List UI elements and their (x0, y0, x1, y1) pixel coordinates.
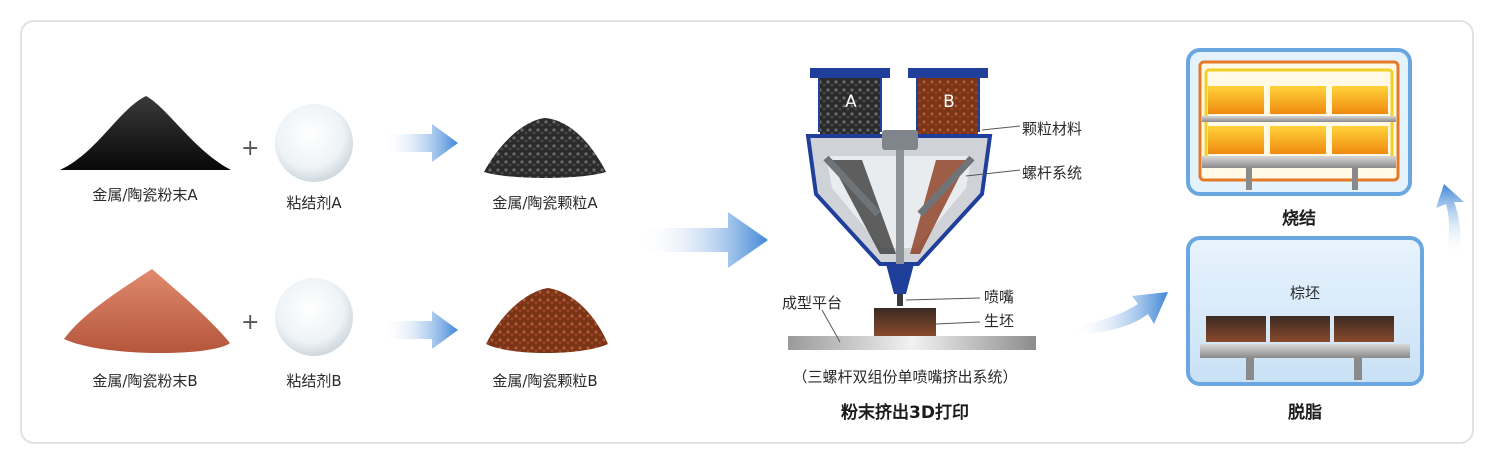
granule-a-label: 金属/陶瓷颗粒A (492, 194, 598, 212)
screw-system-label: 螺杆系统 (1022, 164, 1083, 182)
black-powder-pile (60, 96, 231, 170)
printer-illustration (788, 68, 1036, 350)
sintering-title: 烧结 (1282, 209, 1316, 229)
granule-a-pile (484, 118, 606, 178)
plus-sign-b: + (241, 310, 260, 335)
debinding-panel (1186, 236, 1424, 386)
arrow-to-printer (640, 212, 768, 268)
printer-caption: 粉末挤出3D打印 (841, 403, 969, 423)
diagram-frame (20, 20, 1474, 444)
granule-b-label: 金属/陶瓷颗粒B (492, 372, 598, 390)
hopper-b-letter: B (943, 92, 955, 112)
powder-b-label: 金属/陶瓷粉末B (92, 372, 198, 390)
powder-a-label: 金属/陶瓷粉末A (92, 186, 198, 204)
green-body-label: 生坯 (984, 312, 1015, 330)
binder-a-pellet (275, 104, 353, 182)
binder-b-pellet (275, 278, 353, 356)
printer-subcaption: （三螺杆双组份单喷嘴挤出系统） (792, 368, 1018, 386)
hopper-a-letter: A (845, 92, 857, 112)
copper-powder-pile (64, 269, 230, 354)
nozzle-label: 喷嘴 (984, 288, 1015, 306)
arrow-to-sintering (1436, 184, 1464, 256)
arrow-b-to-granule (382, 311, 458, 349)
platform-label: 成型平台 (782, 294, 843, 312)
granule-b-pile (486, 288, 608, 353)
sintering-panel (1186, 48, 1412, 196)
granule-material-label: 颗粒材料 (1022, 120, 1083, 138)
binder-a-label: 粘结剂A (286, 194, 342, 212)
arrow-to-debinding (1072, 292, 1168, 334)
brown-body-label: 棕坯 (1289, 284, 1320, 302)
arrow-a-to-granule (382, 124, 458, 162)
binder-b-label: 粘结剂B (286, 372, 342, 390)
debinding-title: 脱脂 (1288, 403, 1322, 423)
plus-sign-a: + (241, 136, 260, 161)
